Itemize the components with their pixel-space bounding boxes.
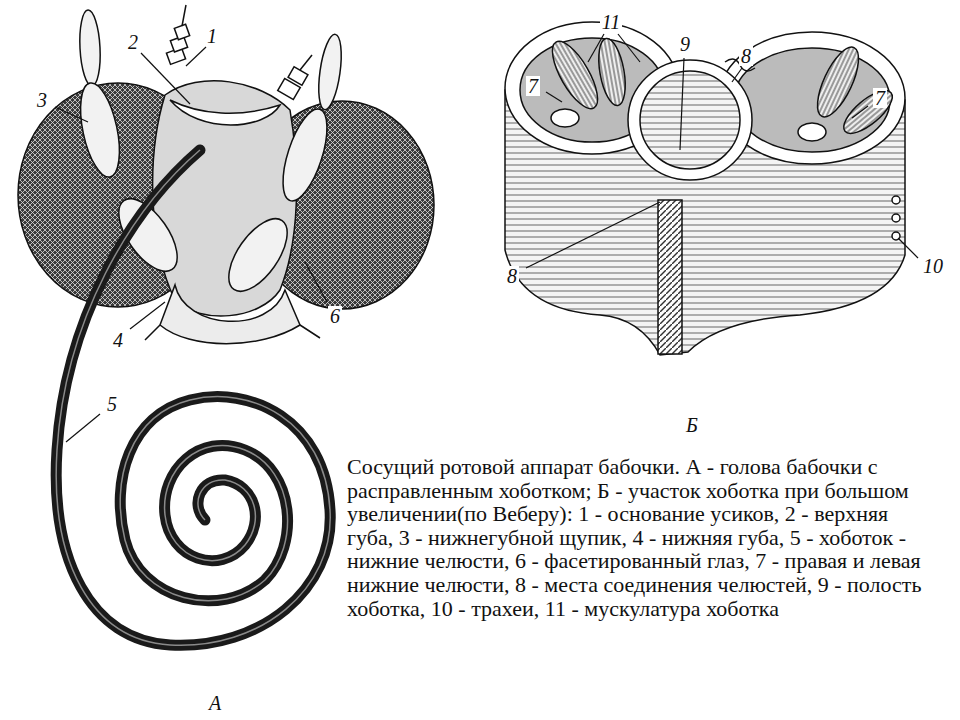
callout-number: 8 [505,266,519,286]
callout-number: А [207,693,223,713]
cavity-wall [628,60,752,180]
callout-number: 10 [921,256,945,276]
callout-number: 2 [126,32,140,52]
antenna-base [166,5,312,100]
leader-lines [55,34,918,442]
head-capsule [153,81,297,316]
proboscis-cavity [640,71,740,169]
proboscis-section [505,22,905,355]
proboscis [56,150,330,645]
callout-number: 1 [205,26,219,46]
callout-number: 9 [678,34,692,54]
callout-number: 6 [328,306,342,326]
callout-number: 7 [526,76,540,96]
callout-number: 5 [105,394,119,414]
callout-number: 4 [111,330,125,350]
callout-number: 7 [873,88,887,108]
labium [160,285,300,344]
callout-number: 3 [35,90,49,110]
proboscis-highlight [56,150,330,645]
upper-lip [170,100,280,125]
figure-caption: Сосущий ротовой аппарат бабочки. А - гол… [347,455,939,620]
callout-number: 11 [600,12,623,32]
jaw-seam [658,200,682,354]
callout-number: Б [684,415,700,435]
callout-number: 8 [739,46,753,66]
